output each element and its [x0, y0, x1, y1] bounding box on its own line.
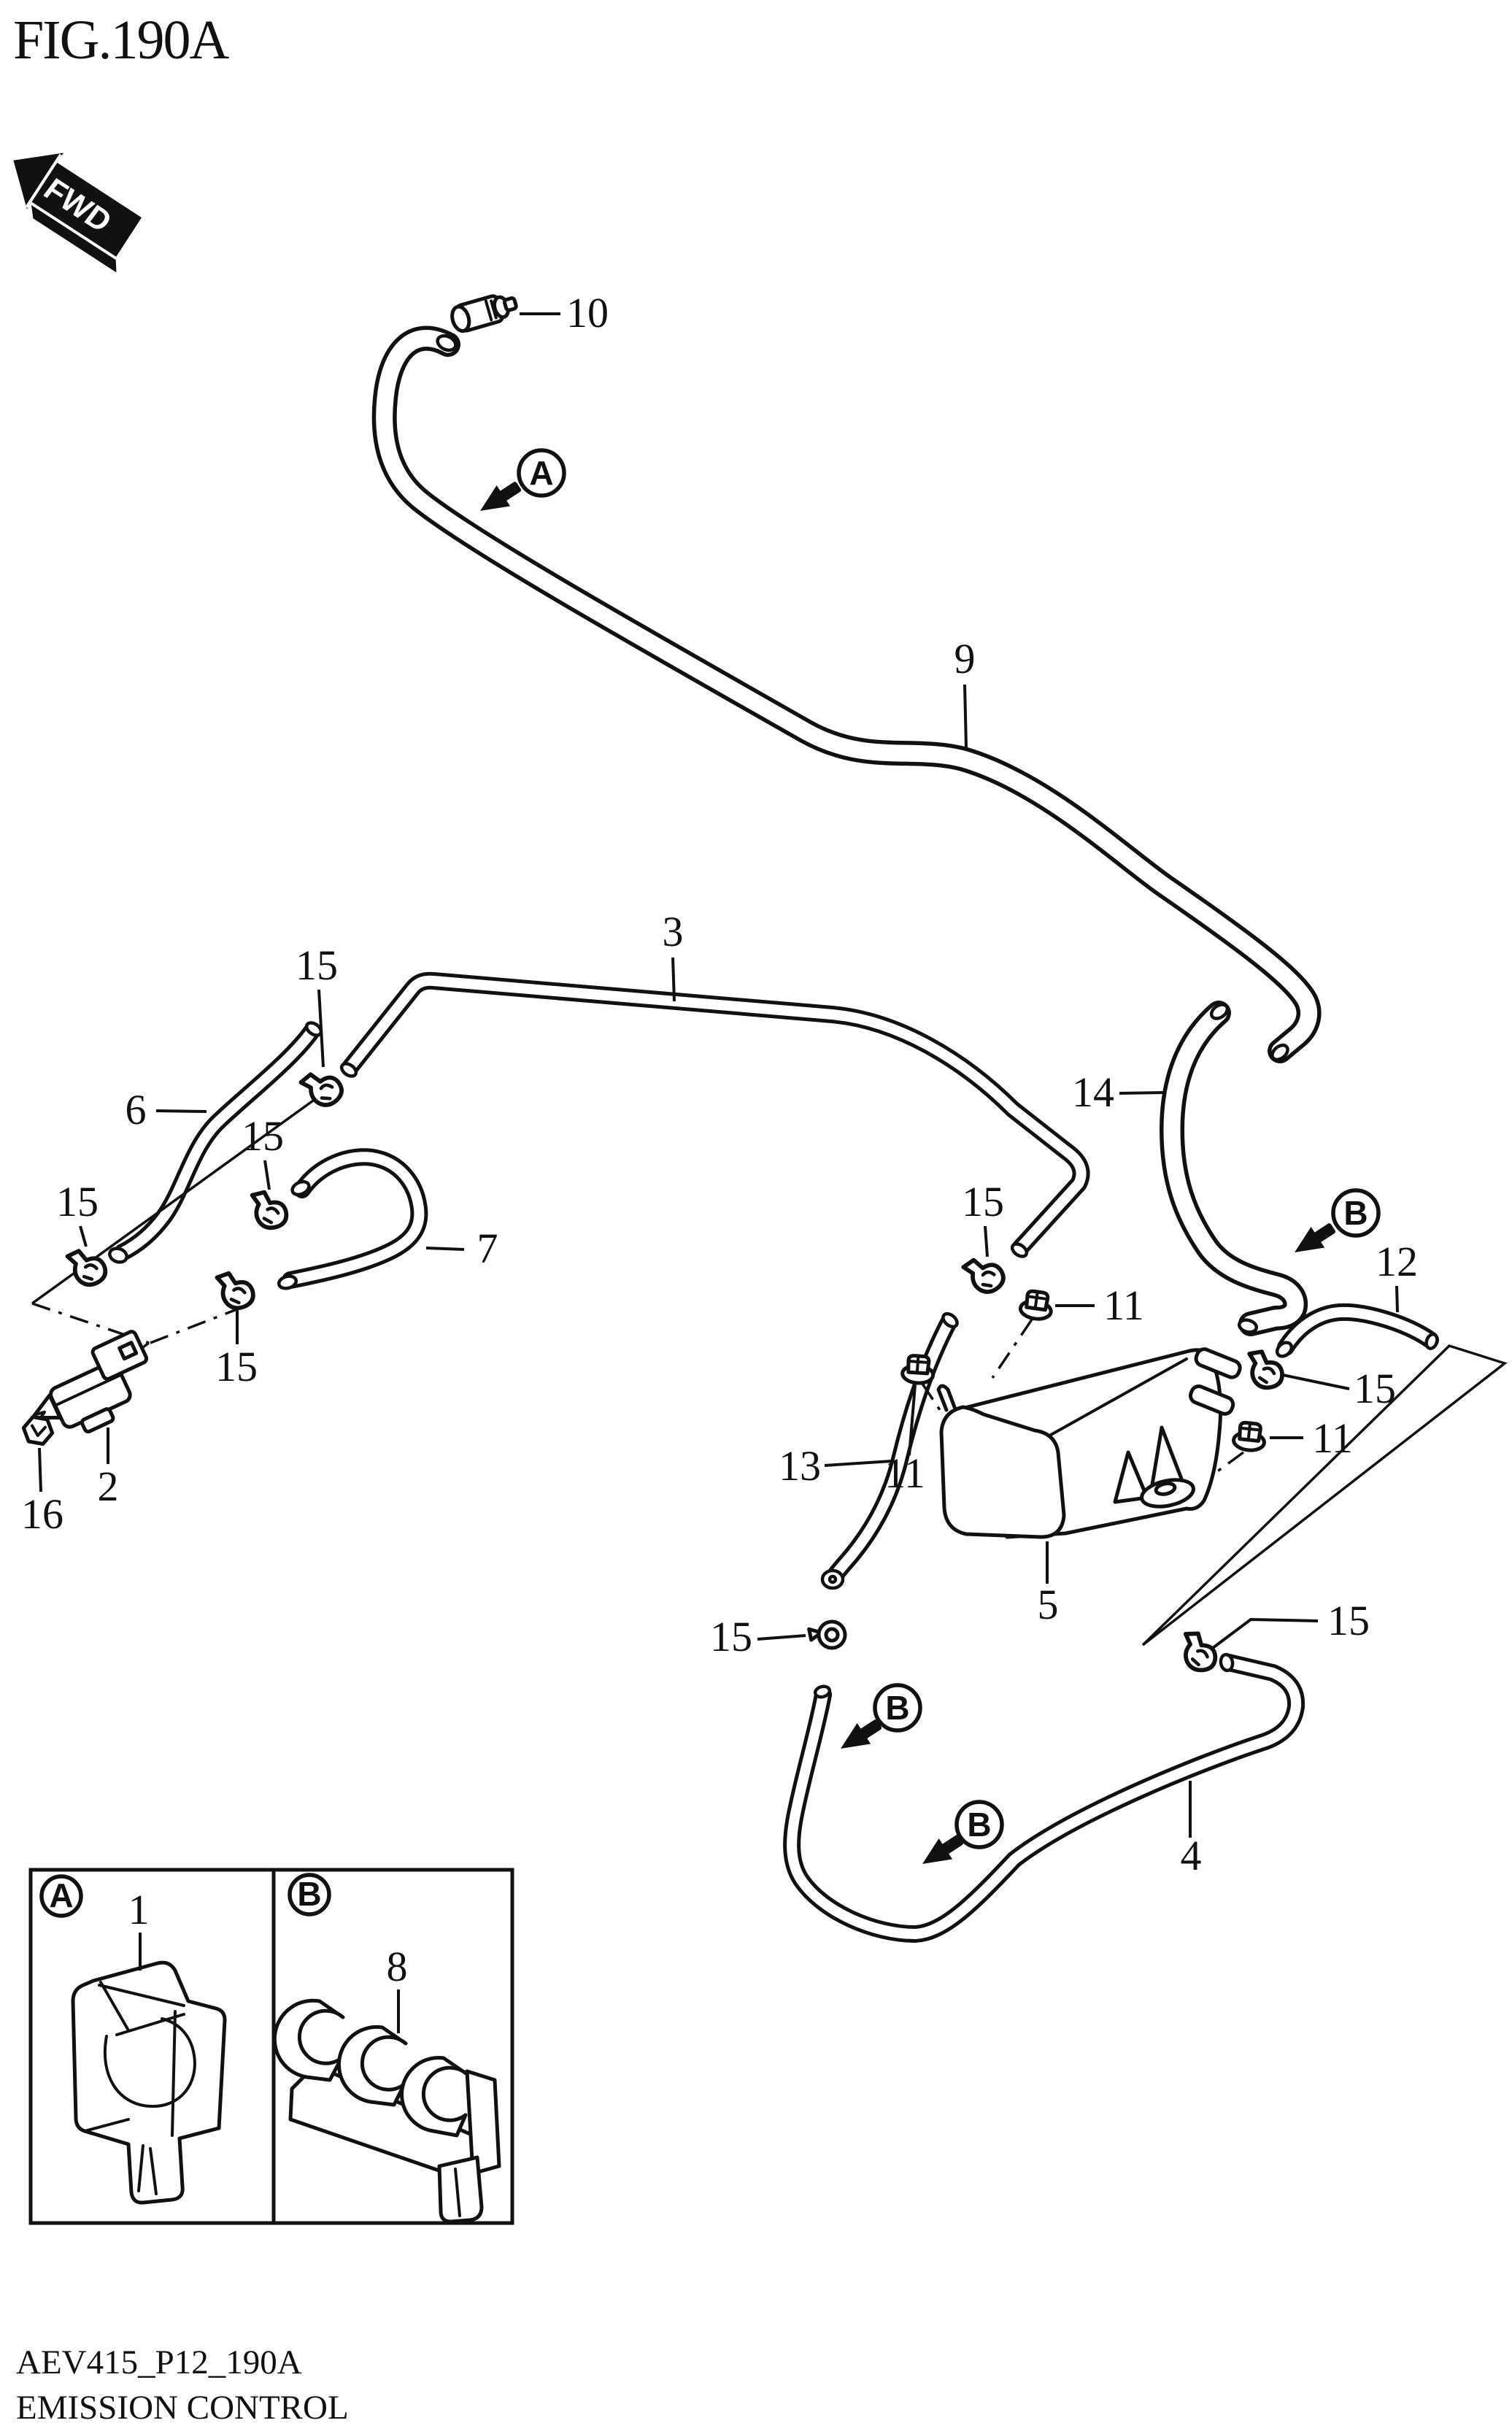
callout-14: 14 — [1072, 1068, 1166, 1116]
callout-15-a: 15 — [296, 941, 338, 1068]
callout-6: 6 — [126, 1086, 207, 1133]
callout-9: 9 — [954, 635, 976, 748]
label-15-c: 15 — [56, 1178, 99, 1225]
callout-11-c: 11 — [1270, 1414, 1353, 1462]
callout-4: 4 — [1181, 1781, 1202, 1879]
callout-15-b: 15 — [242, 1112, 284, 1190]
label-14: 14 — [1072, 1068, 1114, 1116]
hose-6 — [108, 1021, 323, 1264]
label-1: 1 — [128, 1886, 150, 1933]
hose-13 — [820, 1311, 959, 1590]
connector-10 — [450, 294, 518, 333]
inset-part-8-clamp: 8 — [272, 1943, 501, 2224]
inset-callout-1: 1 — [128, 1886, 150, 1971]
inset-callout-8: 8 — [387, 1943, 408, 2033]
label-11-a: 11 — [1103, 1282, 1144, 1329]
callout-5: 5 — [1038, 1541, 1059, 1628]
hose-14 — [1160, 1001, 1308, 1336]
view-marker-a-top: A — [473, 448, 566, 522]
label-12: 12 — [1376, 1238, 1418, 1285]
callout-15-d: 15 — [215, 1309, 258, 1390]
callout-7: 7 — [425, 1225, 498, 1272]
footer-drawing-code: AEV415_P12_190A — [16, 2343, 302, 2381]
hose-9 — [371, 325, 1322, 1063]
inset-detail-box: A B 1 8 — [28, 1868, 514, 2225]
callout-2: 2 — [98, 1428, 119, 1510]
fwd-direction-badge: FWD — [13, 153, 142, 273]
inset-view-b-marker: B — [288, 1873, 331, 1917]
footer-title: EMISSION CONTROL — [16, 2389, 349, 2423]
view-a-letter: A — [529, 454, 553, 492]
label-8: 8 — [387, 1943, 408, 1990]
label-15-d: 15 — [215, 1343, 258, 1390]
callout-13: 13 — [779, 1442, 892, 1490]
nut-16 — [21, 1415, 55, 1446]
bolt-11-c — [1233, 1422, 1266, 1452]
clamp-15-d — [217, 1274, 252, 1309]
label-16: 16 — [21, 1490, 63, 1538]
clamp-15-ring — [809, 1620, 847, 1651]
callout-10: 10 — [520, 289, 609, 336]
callout-3: 3 — [663, 908, 684, 1002]
label-4: 4 — [1181, 1832, 1202, 1879]
hose-3 — [339, 971, 1090, 1258]
label-15-f: 15 — [1354, 1365, 1396, 1412]
label-13: 13 — [779, 1442, 821, 1490]
inset-view-a-marker: A — [39, 1874, 83, 1918]
label-2: 2 — [98, 1463, 119, 1510]
inset-part-1-clamp: 1 — [71, 1886, 227, 2205]
label-3: 3 — [663, 908, 684, 955]
clamp-15-g — [1176, 1630, 1222, 1674]
label-7: 7 — [477, 1225, 498, 1272]
inset-a-letter: A — [49, 1876, 73, 1914]
callout-16: 16 — [21, 1447, 63, 1538]
hose-7 — [277, 1148, 428, 1290]
mounting-panel-outline — [1141, 1344, 1508, 1646]
label-15-e: 15 — [962, 1178, 1004, 1225]
label-11-c: 11 — [1312, 1414, 1353, 1462]
label-9: 9 — [954, 635, 976, 682]
vacuum-valve — [31, 1330, 149, 1434]
view-marker-b-hose4-bottom: B — [915, 1800, 1004, 1875]
view-b-letter: B — [967, 1806, 991, 1844]
view-marker-b-hose14: B — [1287, 1188, 1381, 1263]
view-marker-b-hose4-tip: B — [833, 1683, 922, 1760]
label-15-b: 15 — [242, 1112, 284, 1160]
callout-11-b: 11 — [884, 1384, 925, 1497]
canister — [936, 1347, 1242, 1539]
figure-title: FIG.190A — [13, 9, 229, 71]
clamp-15-b — [249, 1191, 288, 1230]
view-a-arrow-icon — [473, 475, 526, 522]
label-15-ring: 15 — [710, 1613, 752, 1660]
callout-15-e: 15 — [962, 1178, 1004, 1257]
view-b-letter: B — [1343, 1194, 1368, 1232]
callout-15-f: 15 — [1282, 1365, 1396, 1412]
hose-4 — [783, 1652, 1305, 1943]
label-15-a: 15 — [296, 941, 338, 989]
callout-15-c: 15 — [56, 1178, 99, 1247]
callout-15-g: 15 — [1211, 1597, 1370, 1649]
bolt-11-a — [1019, 1290, 1054, 1320]
label-10: 10 — [566, 289, 609, 336]
callout-11-a: 11 — [1055, 1282, 1144, 1329]
clamp-15-e — [963, 1254, 1006, 1297]
callout-15-ring: 15 — [710, 1613, 806, 1660]
callout-12: 12 — [1376, 1238, 1418, 1313]
label-15-g: 15 — [1327, 1597, 1370, 1644]
label-5: 5 — [1038, 1581, 1059, 1628]
view-b-letter: B — [885, 1689, 909, 1727]
hose-12 — [1275, 1303, 1439, 1358]
inset-b-letter: B — [297, 1875, 321, 1913]
label-6: 6 — [126, 1086, 147, 1133]
bolt-11-b — [902, 1355, 934, 1384]
view-b-arrow-icon — [1287, 1217, 1341, 1263]
label-11-b: 11 — [884, 1449, 925, 1497]
